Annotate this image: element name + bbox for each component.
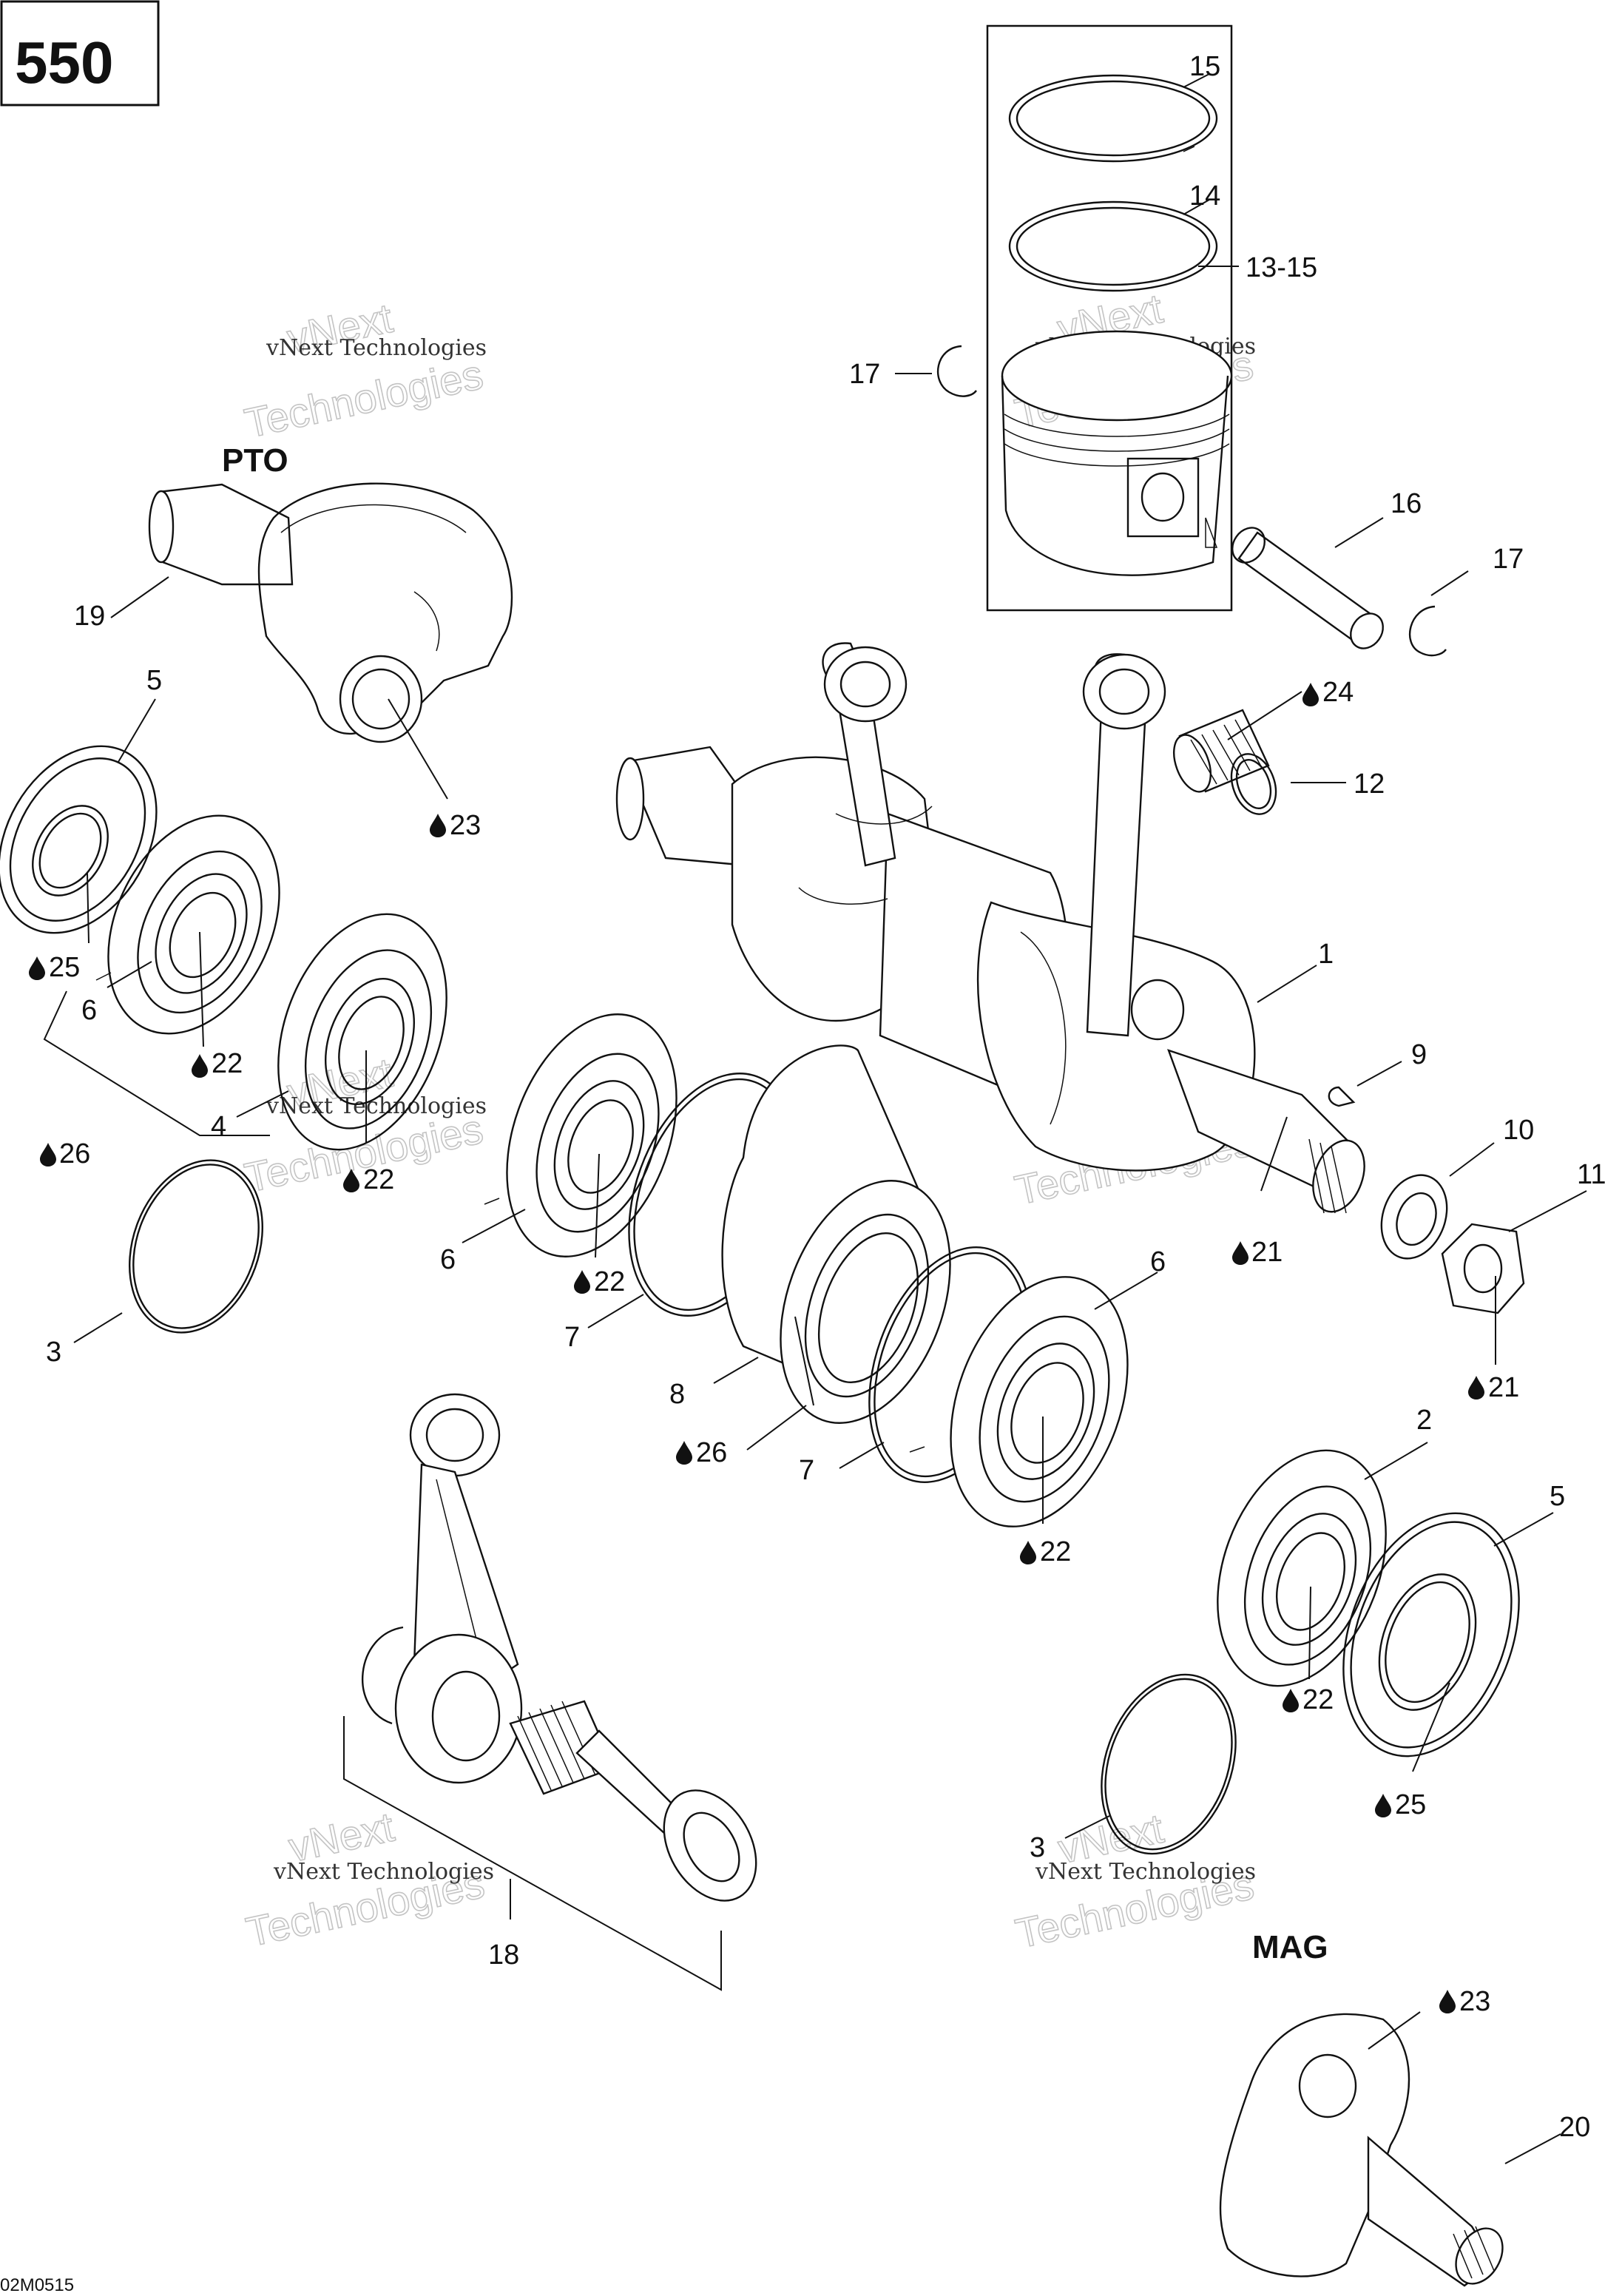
- lock-washer: [1380, 1174, 1448, 1260]
- callout-25: 25: [49, 952, 80, 983]
- callout-6: 6: [81, 995, 97, 1026]
- woodruff-key: [1328, 1086, 1356, 1107]
- piston-pin-circlip-left: [937, 345, 977, 397]
- piston-pin-circlip-right: [1408, 605, 1447, 657]
- oil-seal-pto: [0, 745, 158, 934]
- mag-label: MAG: [1252, 1929, 1328, 1965]
- callout-10: 10: [1503, 1115, 1534, 1146]
- crankshaft-assembly: [615, 642, 1365, 1214]
- callout-23: 23: [1459, 1986, 1490, 2017]
- callout-2: 2: [1416, 1405, 1432, 1436]
- callout-18: 18: [488, 1939, 519, 1971]
- center-roller-bearing: [721, 1044, 951, 1424]
- callout-labels: 15 14 13-15 17 16 17 24 12 1 9 10 11 21 …: [46, 51, 1605, 2143]
- callout-20: 20: [1559, 2112, 1590, 2143]
- callout-7: 7: [564, 1322, 580, 1353]
- callout-3: 3: [1030, 1832, 1045, 1863]
- o-ring-mag: [1101, 1673, 1237, 1855]
- watermark-text: vNext Technologies: [273, 1859, 494, 1885]
- crankshaft-nut: [1441, 1223, 1525, 1314]
- oil-seal-mag: [1342, 1512, 1520, 1758]
- callout-16: 16: [1391, 488, 1422, 519]
- drawing-number: 02M0515: [0, 2275, 74, 2295]
- callout-22: 22: [1040, 1536, 1071, 1567]
- callout-3: 3: [46, 1337, 61, 1368]
- piston-kit-box: [986, 24, 1233, 612]
- callout-15: 15: [1189, 51, 1220, 82]
- callout-8: 8: [669, 1379, 685, 1410]
- callout-23: 23: [450, 810, 481, 841]
- callout-13-15: 13-15: [1246, 252, 1317, 283]
- callout-26: 26: [696, 1437, 727, 1468]
- callout-5: 5: [1550, 1481, 1565, 1512]
- callout-22: 22: [212, 1048, 243, 1079]
- callout-17: 17: [1493, 544, 1524, 575]
- thrust-washer: [1230, 753, 1277, 815]
- callout-5: 5: [146, 665, 162, 696]
- callout-22: 22: [1302, 1684, 1334, 1715]
- callout-11: 11: [1577, 1159, 1605, 1190]
- watermark-text: vNext Technologies: [1035, 1859, 1256, 1885]
- callout-4: 4: [211, 1111, 226, 1142]
- callout-24: 24: [1322, 677, 1354, 708]
- callout-9: 9: [1411, 1039, 1427, 1070]
- bracket-18: [343, 1716, 722, 1991]
- callout-22: 22: [363, 1164, 394, 1195]
- callout-1: 1: [1318, 939, 1334, 970]
- callout-25: 25: [1395, 1789, 1426, 1820]
- callout-17: 17: [849, 359, 880, 390]
- callout-6: 6: [1150, 1246, 1166, 1277]
- callout-7: 7: [799, 1455, 814, 1486]
- callout-21: 21: [1488, 1372, 1519, 1403]
- ball-bearing-pto-inner: [277, 913, 447, 1151]
- callout-26: 26: [59, 1138, 90, 1169]
- o-ring-pto: [128, 1159, 264, 1334]
- callout-12: 12: [1354, 769, 1385, 800]
- piston-ring-top: [1008, 74, 1218, 163]
- ball-bearing-center-right: [950, 1276, 1129, 1527]
- callout-19: 19: [74, 601, 105, 632]
- piston-pin: [1231, 527, 1384, 649]
- needle-bearing-upper: [1173, 709, 1270, 793]
- pto-label: PTO: [222, 442, 288, 479]
- callout-14: 14: [1189, 180, 1220, 212]
- watermark: vNext Technologies: [240, 294, 487, 448]
- dowel-pin: [95, 972, 112, 981]
- diagram-number-box: 550: [0, 0, 160, 107]
- watermark-text: Technologies: [240, 351, 487, 447]
- connecting-rod-kit: [361, 1393, 757, 1902]
- callout-22: 22: [594, 1266, 625, 1297]
- callout-6: 6: [440, 1244, 456, 1275]
- piston-ring-second: [1008, 200, 1218, 292]
- watermark-text: vNext Technologies: [266, 335, 487, 361]
- dowel-pin: [484, 1198, 500, 1205]
- ball-bearing-mag: [1217, 1449, 1387, 1687]
- piston: [1001, 330, 1233, 576]
- callout-21: 21: [1251, 1237, 1283, 1268]
- mag-crankshaft-half: [1219, 2013, 1504, 2287]
- ball-bearing-center-left: [506, 1013, 678, 1257]
- pto-crankshaft-half: [148, 482, 513, 743]
- bracket-26: [43, 990, 270, 1136]
- ball-bearing-pto-outer: [107, 814, 280, 1035]
- dowel-pin: [909, 1446, 925, 1453]
- diagram-number: 550: [15, 30, 113, 95]
- leader-lines: [73, 73, 1587, 2164]
